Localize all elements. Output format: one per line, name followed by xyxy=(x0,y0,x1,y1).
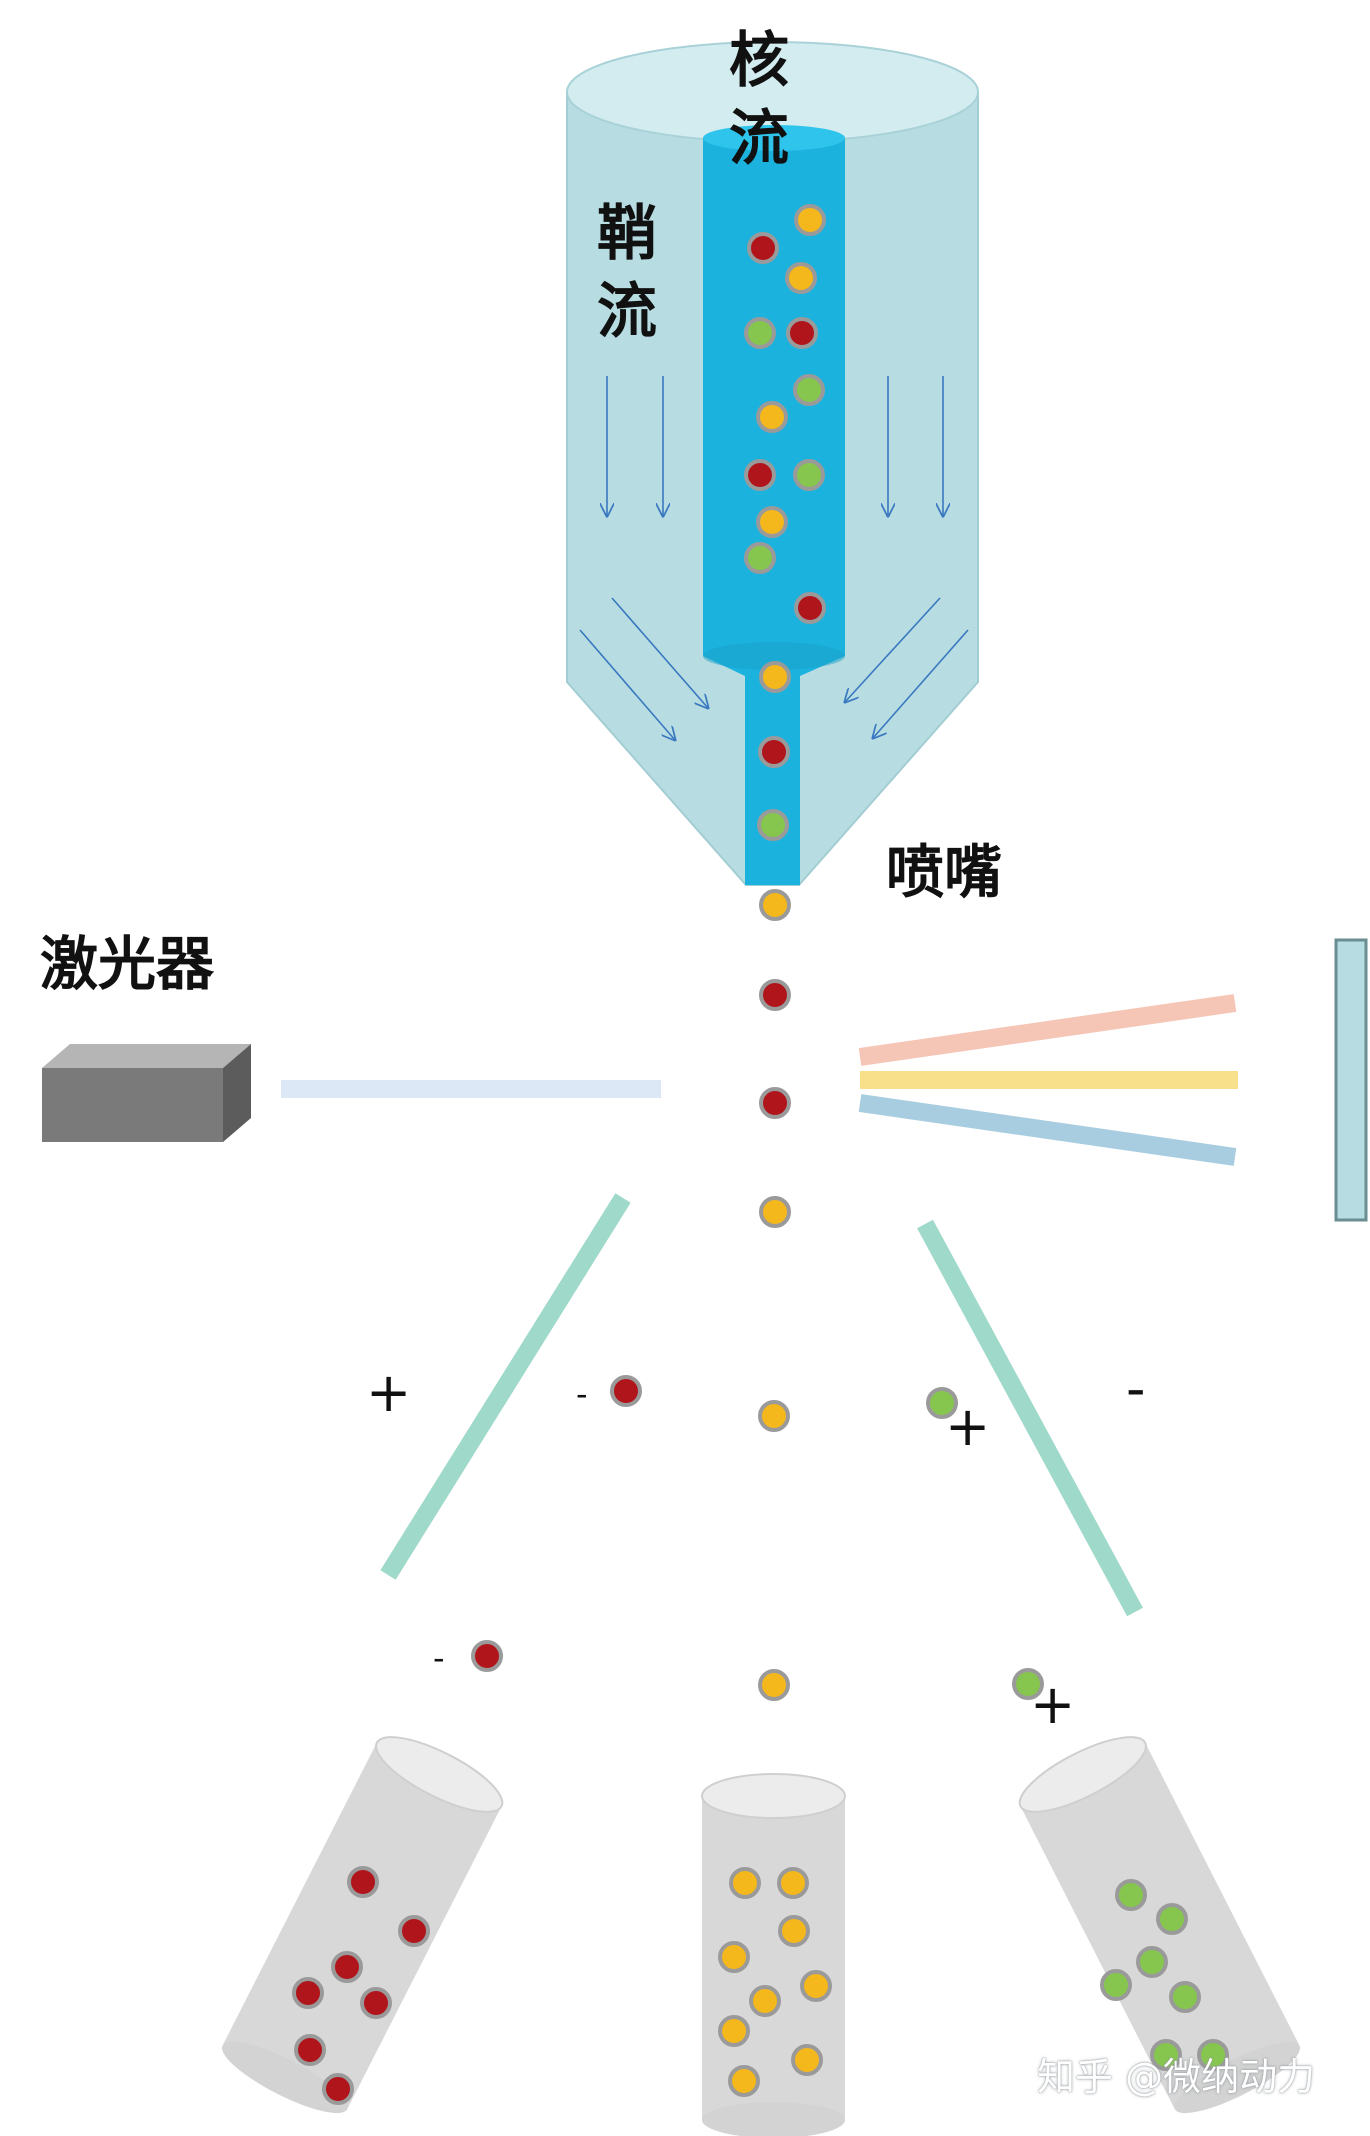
green-cell xyxy=(1150,2039,1182,2071)
red-cell xyxy=(398,1915,430,1947)
green-cell xyxy=(1115,1879,1147,1911)
yellow-cell xyxy=(785,262,817,294)
green-drop-charge-upper: + xyxy=(945,1395,991,1458)
yellow-cell xyxy=(758,1669,790,1701)
green-drop-charge-lower: + xyxy=(1030,1673,1076,1736)
yellow-cell xyxy=(759,661,791,693)
green-cell xyxy=(926,1387,958,1419)
laser-label: 激光器 xyxy=(40,930,215,998)
red-drop-charge-upper: - xyxy=(576,1375,588,1413)
red-cell xyxy=(759,979,791,1011)
yellow-cell xyxy=(800,1970,832,2002)
green-cell xyxy=(1169,1981,1201,2013)
red-cell xyxy=(794,592,826,624)
yellow-cell xyxy=(778,1915,810,1947)
laser-box-icon xyxy=(42,1044,251,1142)
red-cell xyxy=(347,1866,379,1898)
collection-tube-left xyxy=(221,1736,504,2114)
nozzle-label: 喷嘴 xyxy=(886,838,1003,906)
green-cell xyxy=(1100,1969,1132,2001)
cells-layer xyxy=(292,204,1229,2105)
right-plate-charge: - xyxy=(1126,1357,1146,1420)
sheath-flow-label: 鞘流 xyxy=(597,199,657,347)
yellow-cell xyxy=(718,1941,750,1973)
yellow-cell xyxy=(728,2065,760,2097)
emitted-light-beams xyxy=(858,994,1238,1166)
red-cell xyxy=(610,1375,642,1407)
yellow-cell xyxy=(759,1196,791,1228)
red-cell xyxy=(292,1977,324,2009)
left-plate-charge: + xyxy=(366,1361,412,1424)
red-cell xyxy=(759,1087,791,1119)
yellow-cell xyxy=(756,401,788,433)
green-cell xyxy=(744,542,776,574)
laser-beam xyxy=(281,1080,661,1098)
red-cell xyxy=(322,2073,354,2105)
green-cell xyxy=(744,317,776,349)
red-cell xyxy=(360,1987,392,2019)
red-cell xyxy=(744,459,776,491)
flow-arrow-icon xyxy=(579,376,969,740)
green-cell xyxy=(757,809,789,841)
yellow-cell xyxy=(791,2044,823,2076)
yellow-cell xyxy=(756,506,788,538)
core-flow-label: 核流 xyxy=(729,26,789,174)
deflection-plates xyxy=(380,1193,1143,1617)
green-cell xyxy=(793,459,825,491)
red-cell xyxy=(471,1640,503,1672)
green-cell xyxy=(793,374,825,406)
yellow-cell xyxy=(749,1985,781,2017)
red-drop-charge-lower: - xyxy=(433,1639,445,1677)
red-cell xyxy=(786,317,818,349)
green-cell xyxy=(1156,1903,1188,1935)
red-cell xyxy=(758,736,790,768)
yellow-cell xyxy=(729,1867,761,1899)
red-cell xyxy=(294,2034,326,2066)
detector-panel-icon xyxy=(1334,938,1368,1222)
red-cell xyxy=(331,1951,363,1983)
yellow-cell xyxy=(794,204,826,236)
green-cell xyxy=(1197,2039,1229,2071)
green-cell xyxy=(1012,1668,1044,1700)
yellow-cell xyxy=(759,889,791,921)
yellow-cell xyxy=(718,2015,750,2047)
green-cell xyxy=(1136,1946,1168,1978)
watermark: 知乎 @微纳动力 xyxy=(1037,2055,1316,2099)
yellow-cell xyxy=(777,1867,809,1899)
yellow-cell xyxy=(758,1400,790,1432)
red-cell xyxy=(747,232,779,264)
